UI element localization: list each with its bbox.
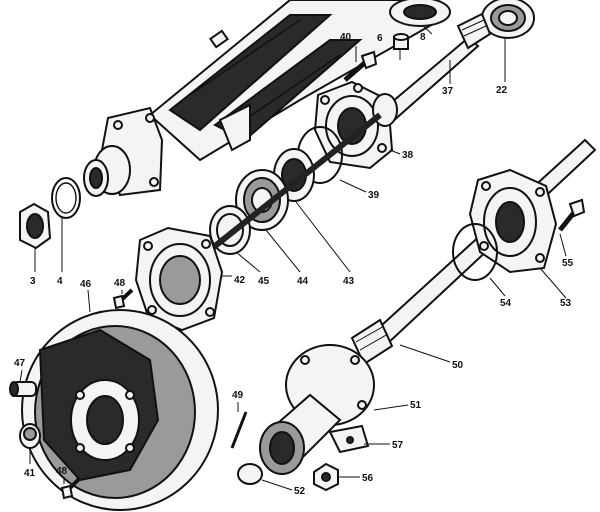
bracket-57 (328, 424, 370, 454)
nut-6 (393, 33, 409, 50)
label-54: 54 (500, 298, 512, 309)
nut-56 (313, 462, 339, 492)
bolt-55 (558, 198, 586, 232)
label-40: 40 (340, 32, 352, 43)
axle-casing (148, 0, 451, 162)
bearing-44 (235, 169, 289, 231)
label-42: 42 (234, 275, 246, 286)
plug-52 (237, 463, 263, 485)
label-56: 56 (362, 473, 374, 484)
label-22: 22 (496, 85, 508, 96)
part-labels: 3 4 6 8 22 37 38 39 40 41 42 43 44 45 46… (14, 32, 574, 497)
hub-53 (468, 168, 558, 274)
label-52: 52 (294, 486, 306, 497)
label-55: 55 (562, 258, 574, 269)
bolt-49 (230, 411, 248, 449)
label-48-upper: 48 (114, 278, 126, 289)
label-43: 43 (343, 276, 355, 287)
bolt-40 (343, 50, 378, 82)
cap-41 (19, 423, 41, 449)
nut-3 (19, 202, 52, 250)
label-41: 41 (24, 468, 36, 479)
leader-lines (19, 25, 567, 491)
housing-42 (134, 226, 224, 332)
washer-4 (51, 177, 81, 219)
bearing-22 (481, 0, 535, 39)
label-46: 46 (80, 279, 92, 290)
label-51: 51 (410, 400, 422, 411)
nipple-47 (9, 381, 37, 397)
backplate-46 (21, 309, 219, 511)
oring-54 (452, 223, 498, 281)
label-48-lower: 48 (56, 466, 68, 477)
label-4: 4 (57, 276, 63, 287)
label-57: 57 (392, 440, 404, 451)
bolt-48-lower (60, 476, 82, 500)
label-53: 53 (560, 298, 572, 309)
label-37: 37 (442, 86, 454, 97)
label-44: 44 (297, 276, 309, 287)
casing-flange (83, 106, 164, 197)
half-shaft-50 (350, 138, 597, 366)
label-3: 3 (30, 276, 36, 287)
label-50: 50 (452, 360, 464, 371)
label-38: 38 (402, 150, 414, 161)
label-47: 47 (14, 358, 26, 369)
label-8: 8 (420, 32, 426, 43)
label-39: 39 (368, 190, 380, 201)
label-45: 45 (258, 276, 270, 287)
label-6: 6 (377, 33, 383, 44)
bolt-48-upper (112, 288, 134, 310)
stub-51 (259, 344, 375, 475)
shaft-line (208, 112, 382, 253)
label-49: 49 (232, 390, 244, 401)
